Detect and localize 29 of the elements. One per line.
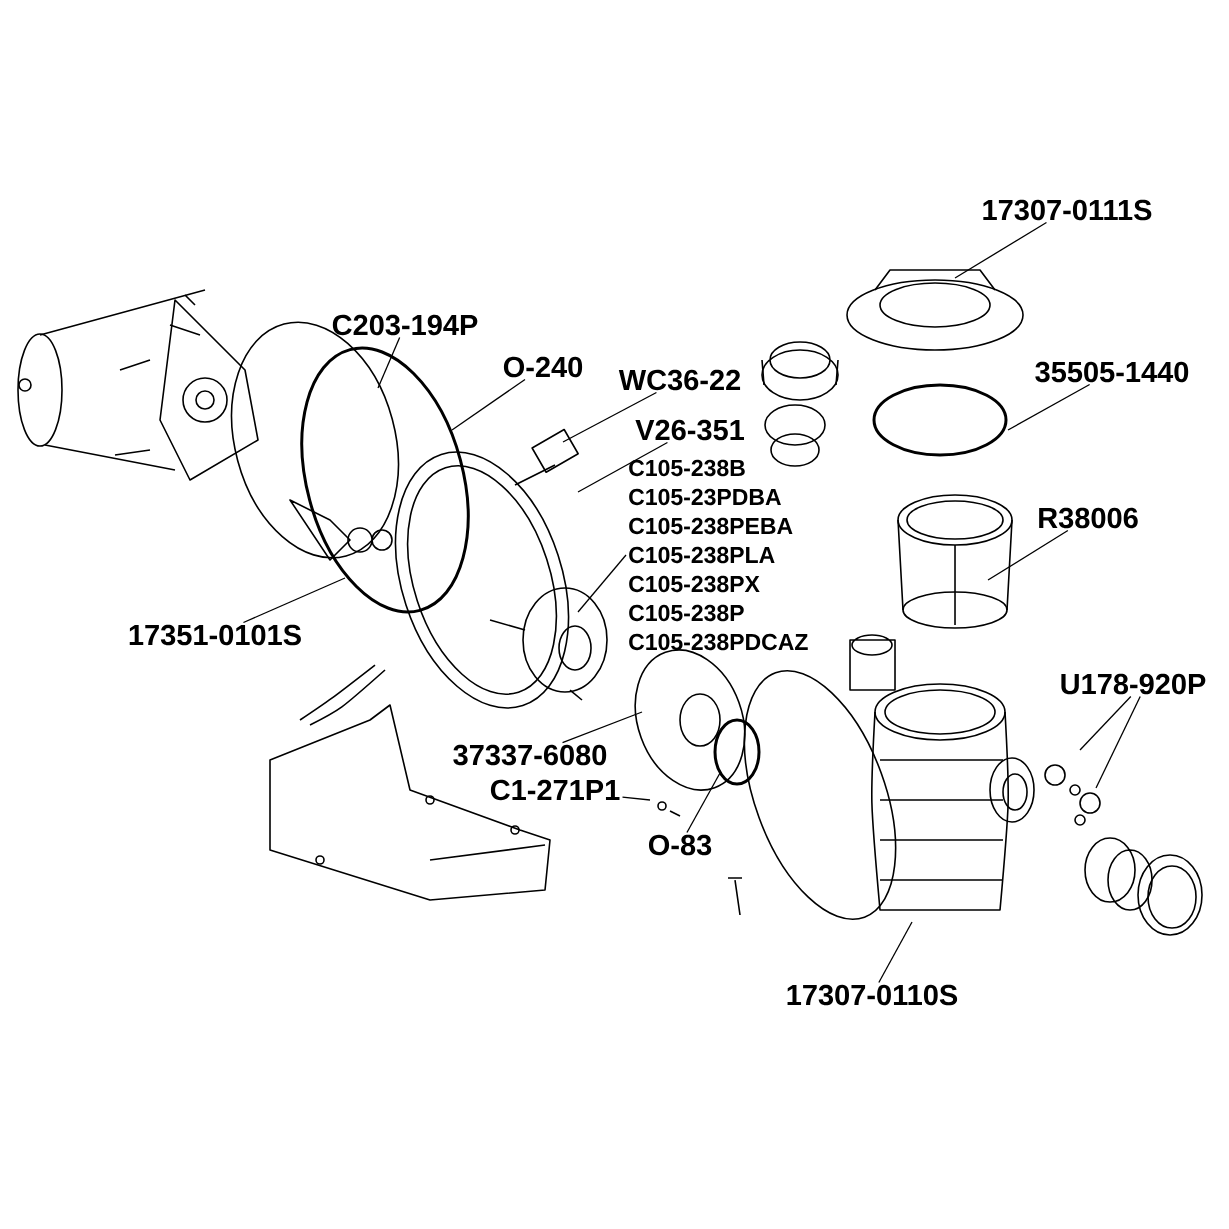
leader-line bbox=[1007, 383, 1091, 431]
part-number: C203-194P bbox=[332, 314, 478, 336]
part-number: O-83 bbox=[648, 834, 712, 856]
leader-line bbox=[561, 711, 643, 744]
leader-line bbox=[1095, 695, 1141, 789]
leader-line bbox=[686, 772, 721, 834]
leader-line bbox=[1079, 695, 1132, 751]
part-number: R38006 bbox=[1039, 507, 1138, 529]
leader-line bbox=[954, 221, 1048, 279]
leader-line bbox=[878, 921, 913, 984]
part-number: O-240 bbox=[503, 356, 583, 378]
part-number: V26-351 bbox=[635, 419, 744, 441]
part-number: U178-920P bbox=[1061, 673, 1206, 695]
part-number: C1-271P1 bbox=[490, 779, 620, 801]
leader-line bbox=[451, 378, 526, 431]
leader-line bbox=[987, 529, 1069, 581]
part-number-list: C105-238B C105-23PDBA C105-238PEBA C105-238PLA C105-238PX C105-238P C105-238PDCAZ bbox=[629, 459, 808, 651]
part-number: 17307-0111S bbox=[983, 199, 1152, 221]
part-number: 35505-1440 bbox=[1035, 361, 1189, 383]
leader-line bbox=[562, 391, 658, 443]
part-number: 37337-6080 bbox=[453, 744, 607, 766]
leader-line bbox=[242, 577, 346, 624]
leader-line bbox=[377, 336, 401, 389]
leader-line bbox=[621, 796, 651, 801]
part-number: WC36-22 bbox=[618, 369, 741, 391]
part-number: 17351-0101S bbox=[129, 624, 301, 646]
leader-line bbox=[577, 441, 669, 493]
part-number: 17307-0110S bbox=[787, 984, 958, 1006]
leader-line bbox=[577, 554, 627, 613]
